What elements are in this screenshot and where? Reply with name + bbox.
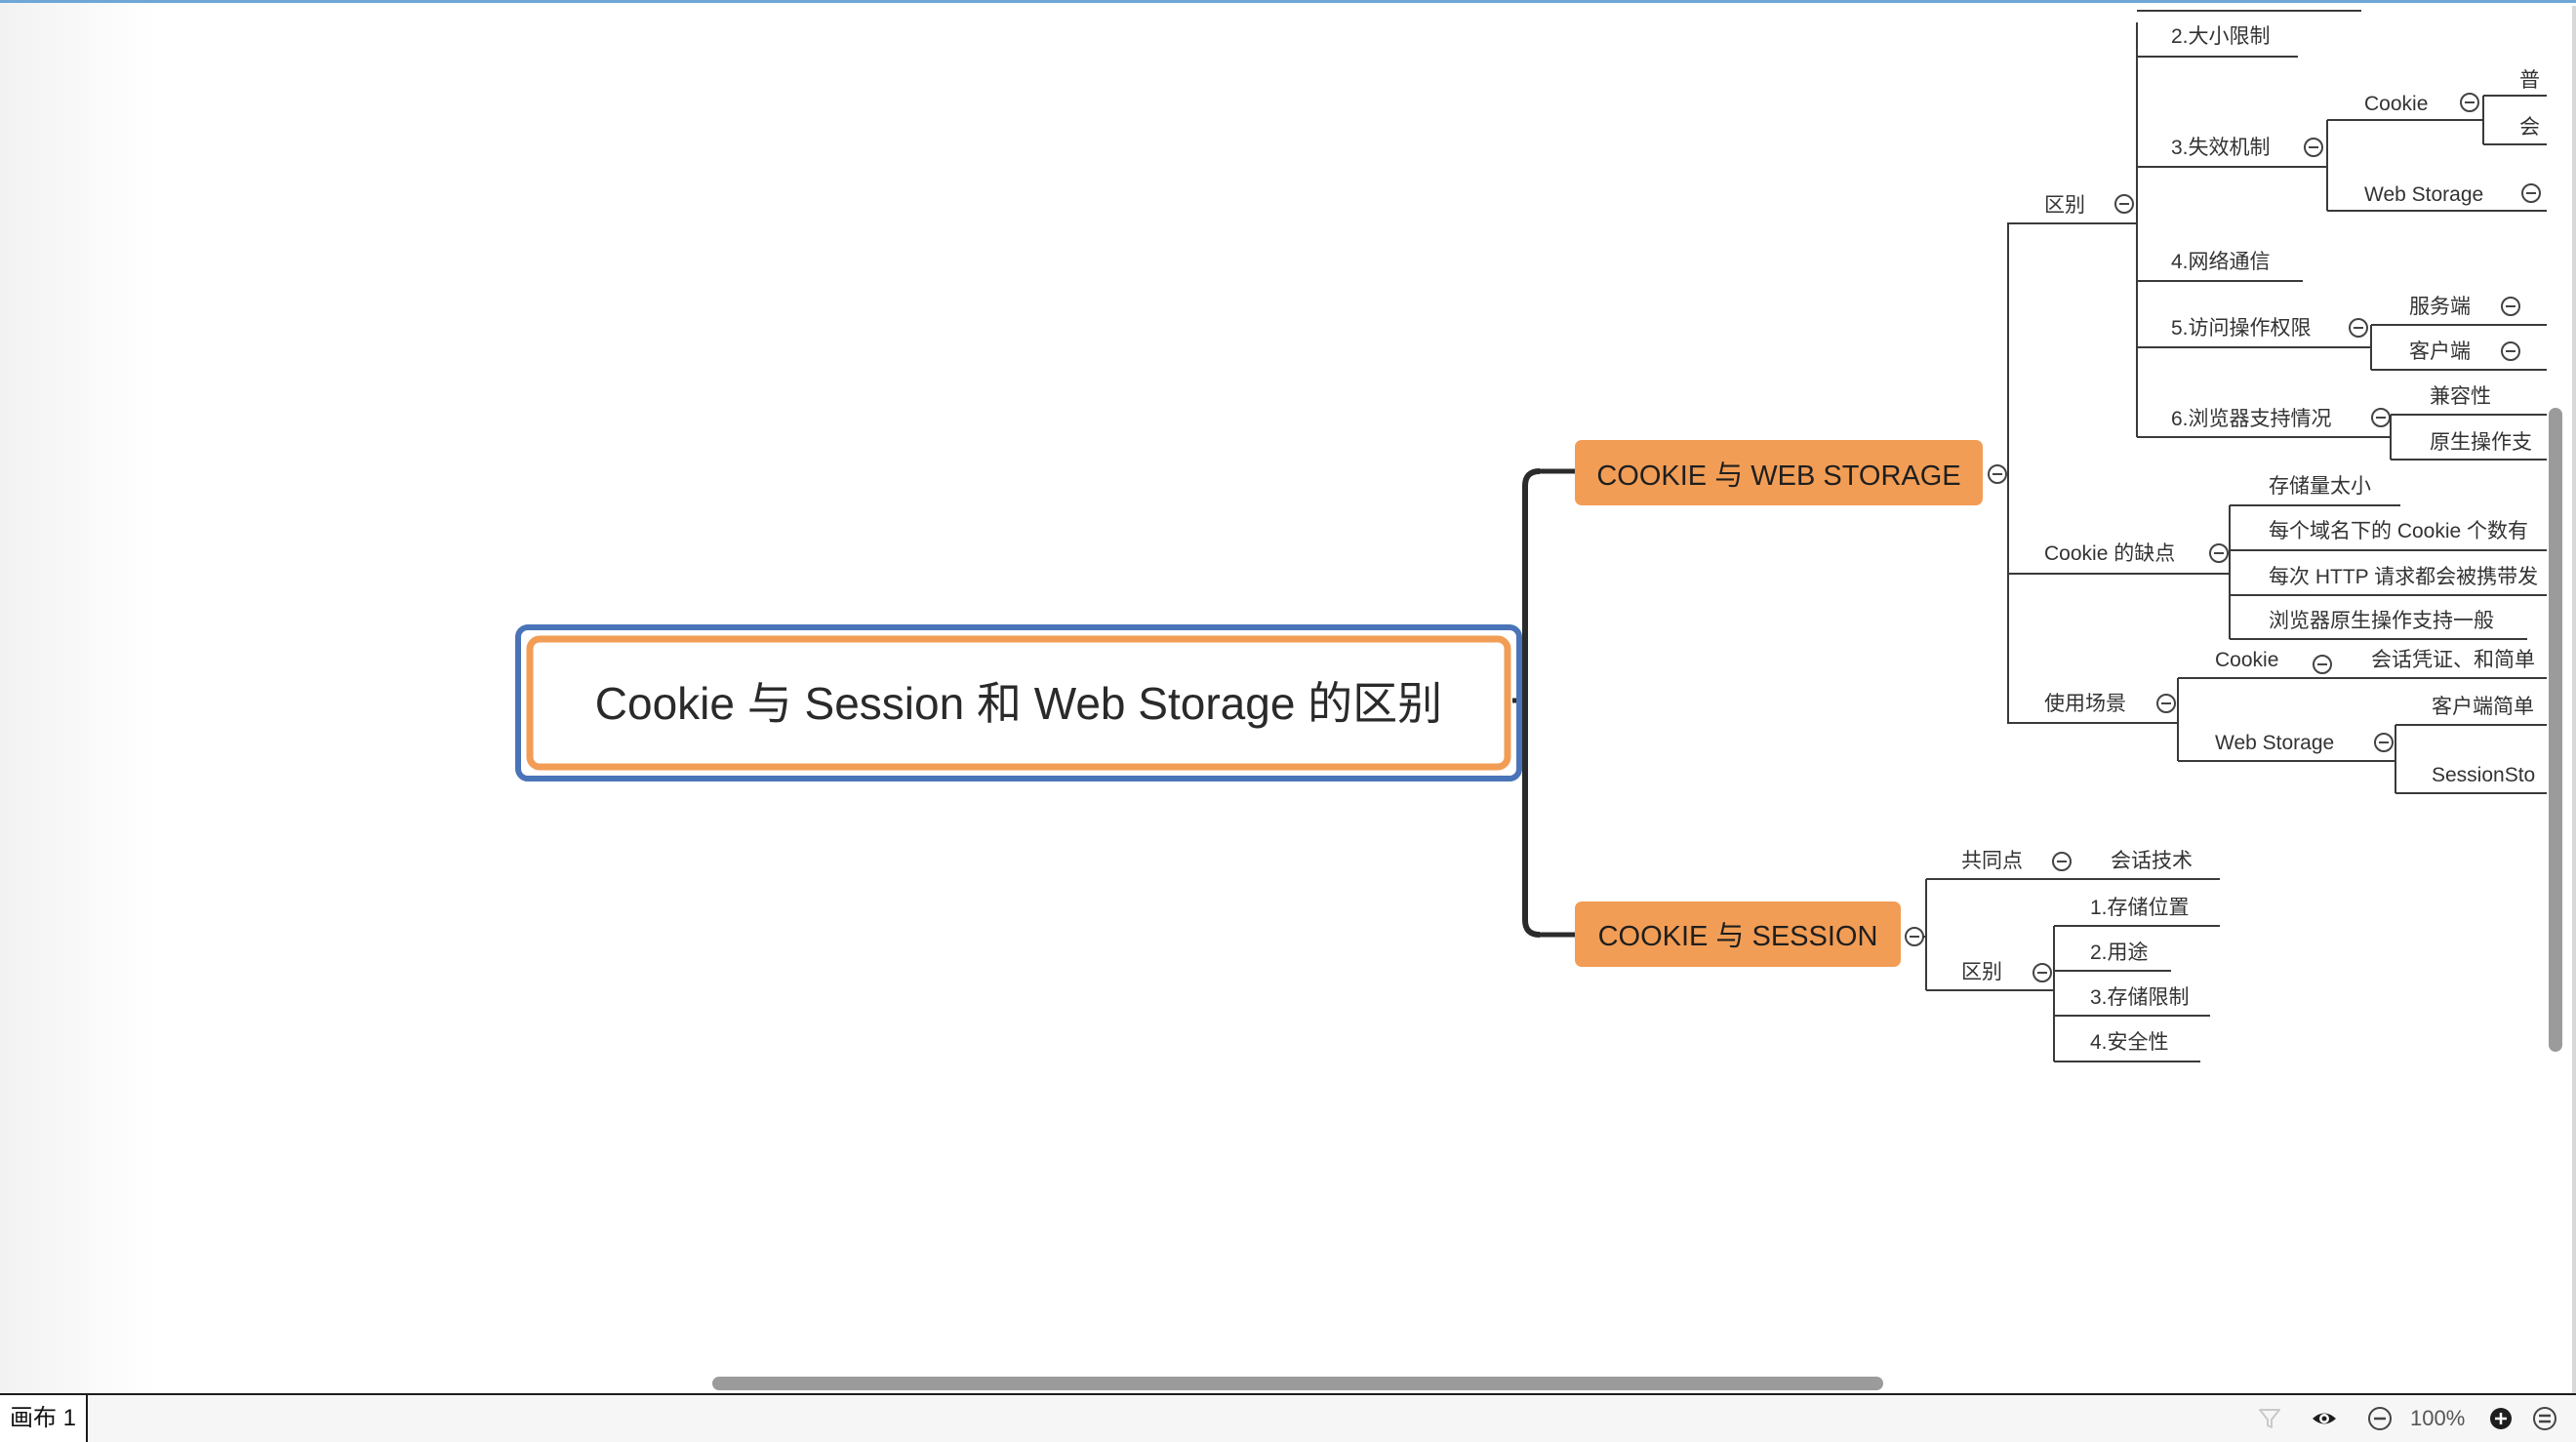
topic-network: 4.网络通信 [2171,251,2271,273]
collapse-toggle-common[interactable] [2052,852,2072,871]
window-top-border [0,0,2576,3]
tab-canvas-1[interactable]: 画布 1 [0,1395,89,1442]
topic-b2-item-4: 4.安全性 [2090,1031,2169,1054]
central-topic-selection [515,624,1522,781]
topic-client: 客户端 [2409,340,2471,363]
topic-usage-ws-c1: 客户端简单 [2432,696,2534,718]
topic-defects: Cookie 的缺点 [2044,542,2175,565]
topic-common-value: 会话技术 [2111,850,2193,872]
horizontal-scrollbar[interactable] [712,1377,1883,1390]
branch-cookie-web-storage[interactable] [1575,440,1983,505]
filter-icon[interactable] [2256,1405,2283,1432]
topic-usage-cookie: Cookie [2215,649,2278,671]
topic-cookie-session: 会 [2519,116,2540,139]
topic-usage-cookie-desc: 会话凭证、和简单 [2371,649,2535,671]
zoom-level[interactable]: 100% [2410,1406,2466,1430]
zoom-in-icon[interactable] [2487,1405,2515,1432]
connector-b1-tree [2007,222,2049,724]
topic-cookie-ordinary: 普 [2519,69,2540,92]
topic-defect-3: 每次 HTTP 请求都会被携带发 [2269,566,2538,588]
topic-usage: 使用场景 [2044,693,2126,715]
topic-defect-2: 每个域名下的 Cookie 个数有 [2269,520,2528,542]
collapse-toggle-expire-cookie[interactable] [2460,93,2479,112]
eye-icon[interactable] [2311,1405,2338,1432]
vertical-scrollbar[interactable] [2549,408,2562,1052]
topic-diff: 区别 [2044,194,2085,217]
mindmap-svg: Cookie 与 Session 和 Web Storage 的区别 COOKI… [515,10,2547,1062]
topic-defect-1: 存储量太小 [2269,475,2371,498]
branch-cookie-session[interactable] [1575,901,1901,967]
central-topic-box[interactable] [526,635,1511,771]
collapse-toggle-diff[interactable] [2114,194,2134,214]
collapse-toggle-branch2[interactable] [1905,927,1924,946]
topic-compat: 兼容性 [2430,385,2491,408]
topic-defect-4: 浏览器原生操作支持一般 [2269,610,2494,632]
zoom-out-icon[interactable] [2366,1405,2394,1432]
connector-main [1522,468,1541,938]
mindmap-canvas[interactable]: Cookie 与 Session 和 Web Storage 的区别 COOKI… [0,3,2576,1396]
topic-expire-cookie: Cookie [2364,93,2428,115]
collapse-toggle-usage-cookie[interactable] [2313,655,2332,674]
collapse-toggle-b2-diff[interactable] [2033,963,2052,982]
collapse-toggle-browser[interactable] [2371,408,2391,427]
topic-common: 共同点 [1961,850,2023,872]
topic-access: 5.访问操作权限 [2171,317,2312,340]
collapse-toggle-branch1[interactable] [1988,464,2007,484]
topic-usage-ws: Web Storage [2215,732,2334,754]
fit-view-icon[interactable] [2531,1405,2558,1432]
topic-expire: 3.失效机制 [2171,137,2271,159]
topic-server: 服务端 [2409,296,2471,318]
topic-b2-item-3: 3.存储限制 [2090,986,2190,1009]
central-topic-text: Cookie 与 Session 和 Web Storage 的区别 [595,678,1442,729]
topic-browser: 6.浏览器支持情况 [2171,408,2332,430]
collapse-toggle-client[interactable] [2501,341,2520,361]
topic-b2-diff: 区别 [1961,961,2002,983]
collapse-toggle-usage-ws[interactable] [2374,733,2394,752]
bottom-bar: 画布 1 100% [0,1393,2576,1442]
topic-size-limit: 2.大小限制 [2171,25,2271,48]
right-edge [2572,6,2576,1396]
collapse-toggle-usage[interactable] [2156,694,2176,713]
collapse-toggle-expire-webstorage[interactable] [2521,183,2541,203]
collapse-toggle-access[interactable] [2349,318,2368,338]
branch-cookie-web-storage-text: COOKIE 与 WEB STORAGE [1596,461,1960,492]
branch-cookie-session-text: COOKIE 与 SESSION [1598,921,1878,952]
topic-b2-item-2: 2.用途 [2090,941,2149,964]
collapse-toggle-expire[interactable] [2304,138,2323,157]
topic-usage-ws-c2: SessionSto [2432,764,2535,786]
topic-native: 原生操作支 [2430,431,2532,454]
collapse-toggle-server[interactable] [2501,297,2520,316]
collapse-toggle-defects[interactable] [2209,543,2229,563]
topic-expire-webstorage: Web Storage [2364,183,2483,206]
topic-b2-item-1: 1.存储位置 [2090,897,2190,919]
